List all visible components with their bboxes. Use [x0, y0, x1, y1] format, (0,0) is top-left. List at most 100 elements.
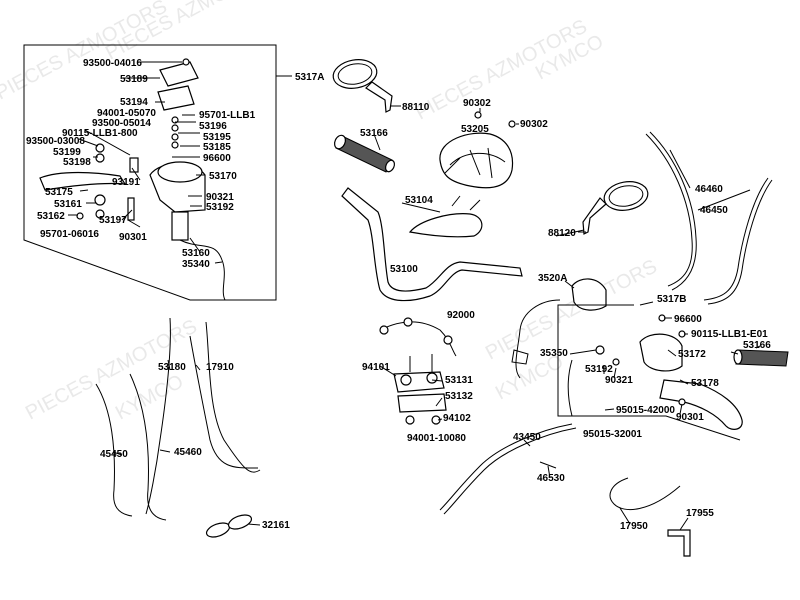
- handlebar-clamp: [393, 354, 447, 425]
- part-label: 53189: [120, 74, 148, 85]
- part-label: 93500-04016: [83, 58, 142, 69]
- part-label: 90115-LLB1-E01: [691, 329, 768, 340]
- handlebar-cover: [439, 111, 516, 189]
- nut: [95, 209, 105, 219]
- part-label: 53104: [405, 195, 433, 206]
- piston: [129, 157, 139, 173]
- clip-32161: [205, 514, 253, 538]
- part-label: 90302: [463, 98, 491, 109]
- part-label: 53132: [445, 391, 473, 402]
- screw: [474, 111, 482, 119]
- part-label: 53131: [445, 375, 473, 386]
- cable-45460: [129, 373, 167, 521]
- switch: [595, 345, 605, 355]
- part-label: 3520A: [538, 273, 567, 284]
- part-label: 35350: [540, 348, 568, 359]
- part-label: 90321: [206, 192, 234, 203]
- part-label: 53161: [54, 199, 82, 210]
- part-number-labels: 93500-04016 53189 5317A 53194 94001-0507…: [26, 58, 771, 532]
- pin: [95, 153, 105, 163]
- part-label: 32161: [262, 520, 290, 531]
- reservoir-opening: [157, 161, 203, 183]
- part-label: 46460: [695, 184, 723, 195]
- part-label: 53205: [461, 124, 489, 135]
- cables: [95, 131, 773, 557]
- part-label: 94102: [443, 413, 471, 424]
- leader-lines-right: [112, 105, 751, 531]
- bracket-17955: [667, 529, 691, 557]
- part-label: 53170: [209, 171, 237, 182]
- part-label: 43450: [513, 432, 541, 443]
- handlebar: [341, 187, 523, 302]
- washer: [171, 141, 179, 149]
- part-label: 96600: [203, 153, 231, 164]
- lower-holder: [397, 393, 447, 413]
- cable-46450: [703, 177, 769, 301]
- part-label: 53195: [203, 132, 231, 143]
- screw: [182, 58, 190, 66]
- part-label: 95701-06016: [40, 229, 99, 240]
- handlebar-tube: [341, 187, 523, 302]
- brake-switch-wire: [179, 239, 226, 301]
- grip-body: [735, 349, 789, 367]
- part-label: 88110: [402, 102, 430, 113]
- switch-housing: [571, 278, 607, 311]
- leader-lines: [68, 61, 223, 264]
- part-label: 53172: [678, 349, 706, 360]
- diaphragm: [157, 85, 195, 111]
- cable-17950: [609, 477, 681, 511]
- part-label: 53160: [182, 248, 210, 259]
- part-label: 53185: [203, 142, 231, 153]
- clamp-block: [171, 211, 189, 241]
- right-brake-lever-assembly: [557, 304, 743, 441]
- part-label: 92000: [447, 310, 475, 321]
- part-label: 46530: [537, 473, 565, 484]
- switch-wire: [515, 299, 561, 379]
- screw: [508, 120, 516, 128]
- part-label: 53197: [99, 215, 127, 226]
- wire-harness: [379, 317, 457, 357]
- part-label: 5317A: [295, 72, 324, 83]
- pivot-bolt: [94, 194, 106, 206]
- part-label: 95015-42000: [616, 405, 675, 416]
- mirror-head: [603, 181, 649, 211]
- part-label: 95015-32001: [583, 429, 642, 440]
- part-label: 53100: [390, 264, 418, 275]
- part-label: 53175: [45, 187, 73, 198]
- right-switch-housing: [511, 278, 607, 379]
- watermark-text: PIECES AZMOTORS: [102, 0, 281, 64]
- mirror-head: [332, 59, 378, 89]
- part-label: 94001-05070: [97, 108, 156, 119]
- washer: [171, 124, 179, 132]
- part-label: 53192: [585, 364, 613, 375]
- cover-shell: [439, 132, 514, 189]
- part-label: 90302: [520, 119, 548, 130]
- watermark-text: KYMCO: [112, 371, 187, 425]
- part-label: 90115-LLB1-800: [62, 128, 138, 139]
- cable-43450: [439, 423, 573, 511]
- part-label: 35340: [182, 259, 210, 270]
- part-label: 53178: [691, 378, 719, 389]
- clip-46530: [539, 461, 557, 469]
- connector: [511, 349, 529, 365]
- bolt: [127, 197, 135, 221]
- part-label: 45450: [100, 449, 128, 460]
- part-label: 53196: [199, 121, 227, 132]
- part-label: 90321: [605, 375, 633, 386]
- part-label: 53199: [53, 147, 81, 158]
- part-label: 93191: [112, 177, 140, 188]
- part-label: 53180: [158, 362, 186, 373]
- part-label: 90301: [119, 232, 147, 243]
- assembly-box-outline: [23, 44, 277, 301]
- part-label: 88120: [548, 228, 576, 239]
- right-grip: [733, 345, 789, 367]
- part-label: 53166: [743, 340, 771, 351]
- mirror-stem: [582, 197, 607, 235]
- part-label: 46450: [700, 205, 728, 216]
- part-label: 93500-03008: [26, 136, 85, 147]
- master-cylinder-body: [639, 333, 683, 372]
- part-label: 93500-05014: [92, 118, 151, 129]
- reservoir-cap: [159, 61, 199, 87]
- cable-46460: [645, 133, 693, 287]
